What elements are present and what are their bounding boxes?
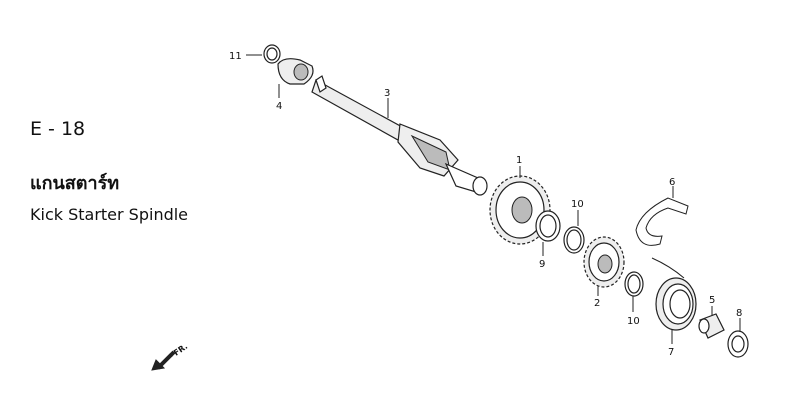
callout-8: 8 <box>736 308 742 319</box>
part-8-washer[interactable] <box>727 330 749 358</box>
section-title-english: Kick Starter Spindle <box>30 205 189 224</box>
callout-6: 6 <box>669 177 675 188</box>
part-10-snap-ring-lower[interactable] <box>624 271 644 297</box>
callout-10-lower: 10 <box>627 316 640 327</box>
callout-5: 5 <box>709 295 715 306</box>
part-3-spindle[interactable] <box>311 75 488 196</box>
part-6-spring-guide[interactable] <box>635 197 689 246</box>
callout-10-upper: 10 <box>571 199 584 210</box>
part-5-collar[interactable] <box>698 313 725 339</box>
callout-7: 7 <box>668 347 674 358</box>
callout-2: 2 <box>594 298 600 309</box>
part-10-snap-ring-upper[interactable] <box>563 226 585 254</box>
callout-4: 4 <box>276 101 282 112</box>
part-9-washer[interactable] <box>535 210 561 242</box>
part-4-guide[interactable] <box>277 58 314 85</box>
callout-11: 11 <box>229 51 242 62</box>
page-code: E - 18 <box>30 118 86 140</box>
front-direction-arrow-icon <box>151 350 176 371</box>
part-7-spring[interactable] <box>651 257 697 331</box>
callout-1: 1 <box>516 155 522 166</box>
front-direction-label: FR. <box>172 342 189 358</box>
callout-9: 9 <box>539 259 545 270</box>
part-11-snap-ring[interactable] <box>263 44 281 64</box>
section-title-thai: แกนสตาร์ท <box>30 173 120 194</box>
part-2-ratchet[interactable] <box>583 236 625 288</box>
callout-3: 3 <box>384 88 390 99</box>
